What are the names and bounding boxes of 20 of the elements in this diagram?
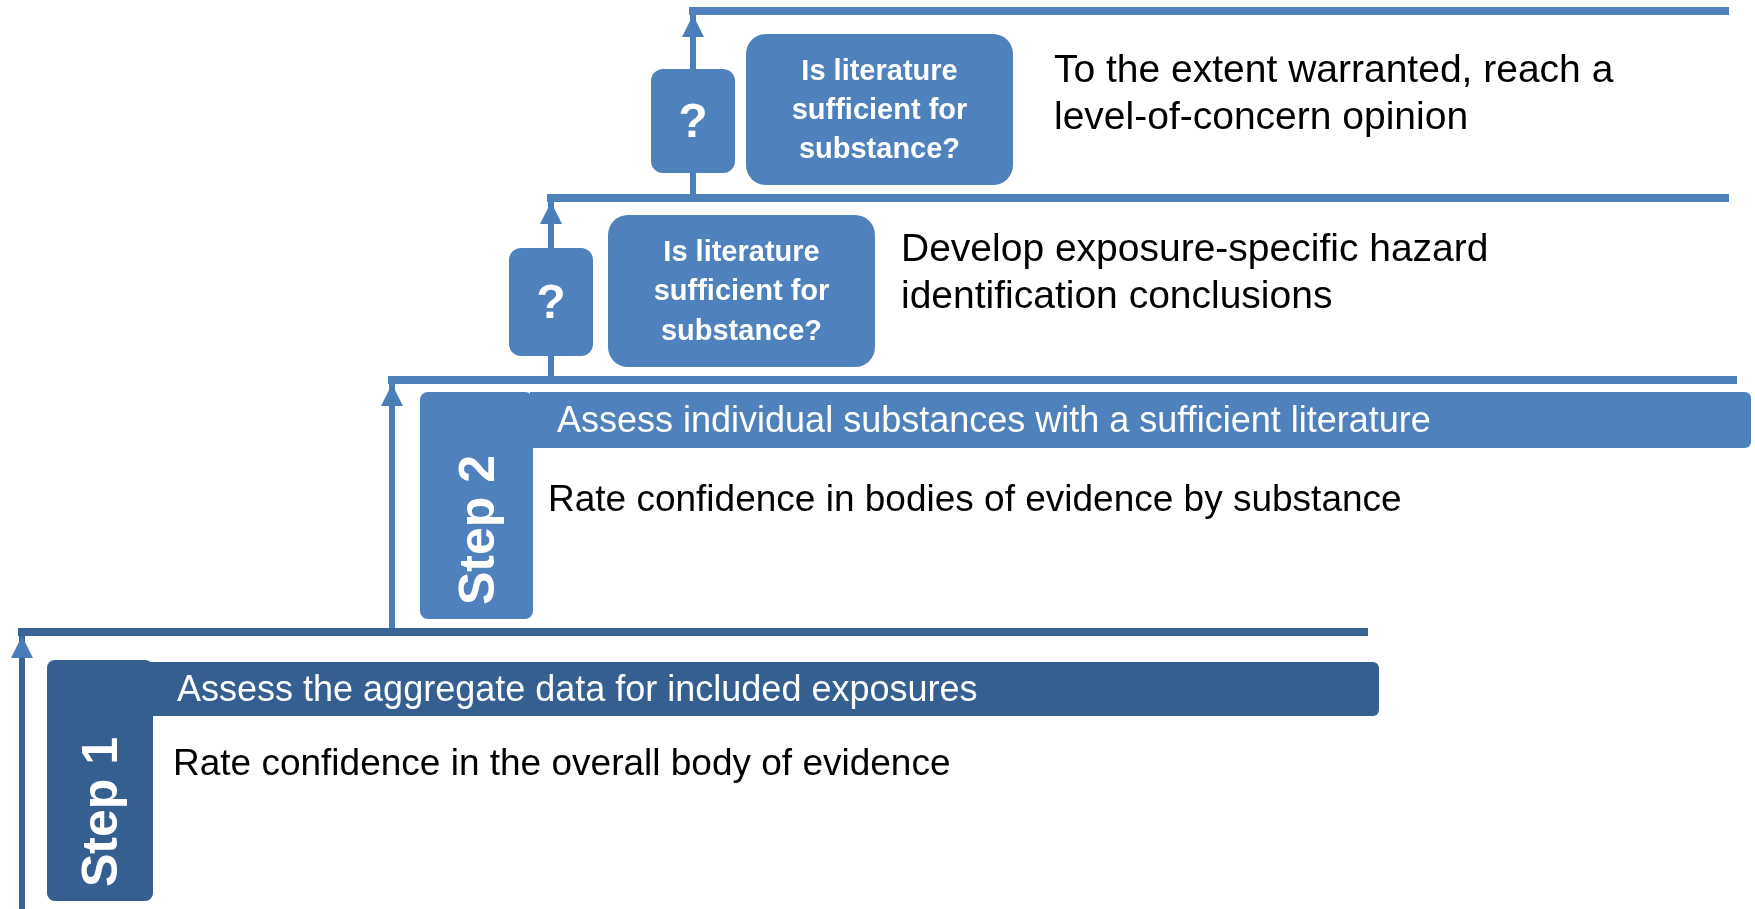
step-banner: Assess the aggregate data for included exposures [150,662,1379,716]
description-text: Develop exposure-specific hazard identification conclusions [901,225,1490,318]
question-box: Is literature sufficient for substance? [608,215,875,367]
connector-line [548,356,554,376]
step-label: Step 1 [71,736,129,887]
description-text: Rate confidence in bodies of evidence by substance [548,477,1403,521]
arrow [381,384,403,628]
step-box [420,392,533,619]
step-box [47,660,153,901]
description-text: Rate confidence in the overall body of evidence [173,741,952,785]
arrow [540,202,562,248]
description-text: To the extent warranted, reach a level-of-concern opinion [1054,46,1615,139]
step-label: Step 2 [447,454,506,605]
question-box: ? [509,248,593,356]
question-box: ? [651,69,735,173]
arrow [682,15,704,69]
step-banner: Assess individual substances with a sufficient literature [530,392,1751,448]
question-box: Is literature sufficient for substance? [746,34,1013,185]
connector-line [690,173,696,194]
arrow [11,636,33,909]
